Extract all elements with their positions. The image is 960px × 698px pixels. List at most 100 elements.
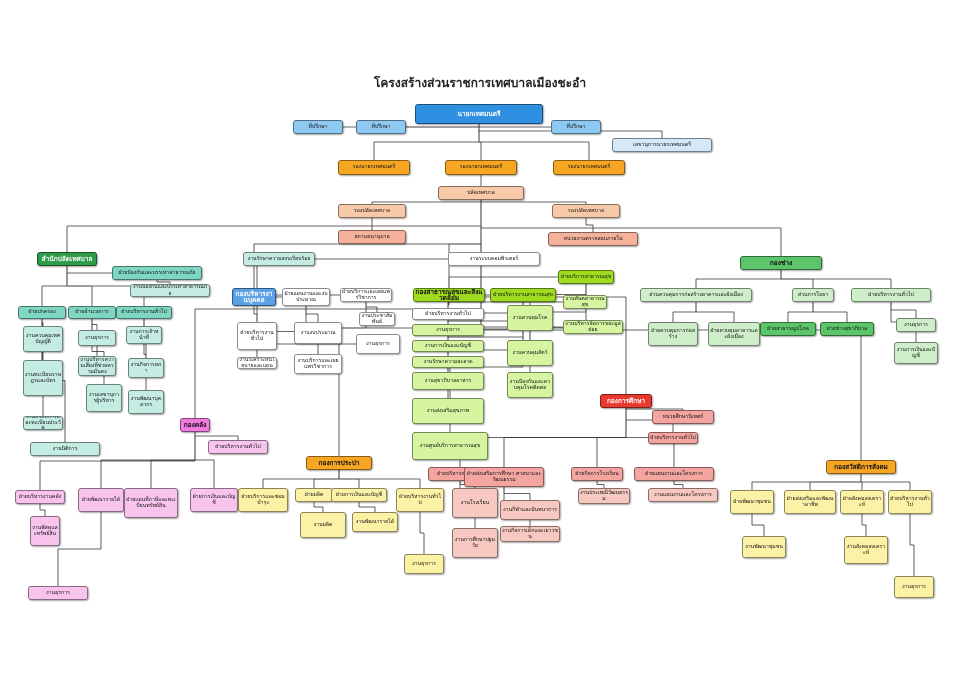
org-node: ฝ่ายบริการสาธารณสุข — [558, 270, 614, 284]
org-node: งานเลขานุการผู้บริหาร — [86, 384, 122, 412]
org-node: ฝ่ายการเงินและบัญชี — [190, 488, 238, 512]
org-node: งานธุรการ — [894, 576, 934, 598]
org-node: กองสาธารณสุขและสิ่งแวดล้อม — [413, 288, 485, 302]
org-node: ฝ่ายช่างสุขาภิบาล — [820, 322, 874, 336]
org-node: งานบริหารจัดการขยะมูลฝอย — [563, 320, 623, 334]
org-node: ส่วนควบคุมการก่อสร้างอาคารและผังเมือง — [640, 288, 752, 302]
org-node: ฝ่ายการเงินและบัญชี — [331, 488, 387, 502]
org-node: รองนายกเทศมนตรี — [553, 160, 625, 175]
org-node: กองช่าง — [740, 256, 822, 270]
org-node: งานนิติการ — [30, 442, 100, 456]
org-node: งานกิจการสภา — [128, 358, 164, 378]
org-node: กองการประปา — [306, 456, 372, 470]
org-node: งานพัฒนาชุมชน — [742, 536, 786, 558]
org-node: งานทันตสาธารณสุข — [563, 295, 607, 309]
org-node: งานแผนงานและโครงการ — [648, 488, 718, 502]
org-node: งานบริการและเผยแพร่วิชาการ — [294, 354, 342, 374]
org-node: งานศูนย์บริการสาธารณสุข — [412, 432, 488, 460]
org-node: ฝ่ายสังคมสงเคราะห์ — [840, 490, 884, 514]
org-node: งานประเพณีวัฒนธรรม — [578, 488, 630, 504]
org-node: งานประชาสัมพันธ์ — [359, 312, 395, 326]
org-node: ที่ปรึกษา — [551, 120, 601, 134]
org-node: ฝ่ายสาธารณูปโภค — [760, 322, 816, 336]
org-node: งานการเจ้าหน้าที่ — [126, 326, 162, 344]
org-node: ฝ่ายบริหารงานทั่วไป — [851, 288, 931, 302]
org-node: ฝ่ายกิจการโรงเรียน — [571, 467, 623, 481]
org-node: งานกีฬาและนันทนาการ — [500, 500, 560, 520]
org-node: ฝ่ายแผนที่ภาษีและทะเบียนทรัพย์สิน — [124, 488, 178, 518]
org-node: งานควบคุมเทศบัญญัติ — [23, 326, 63, 352]
org-node: รองปลัดเทศบาล — [552, 204, 620, 218]
org-node: งานโรงเรียน — [452, 488, 498, 518]
org-node: งานพัฒนาบุคลากร — [128, 390, 164, 414]
org-node: งานระบบคอมพิวเตอร์ — [448, 252, 540, 266]
org-node: งานการเงินและบัญชี — [894, 342, 938, 364]
org-node: ฝ่ายบริหารงานทั่วไป — [648, 432, 698, 444]
org-node: ฝ่ายพัฒนาชุมชน — [730, 490, 774, 514]
org-node: งานธุรการ — [404, 554, 444, 574]
org-node: ฝ่ายบริหารงานทั่วไป — [208, 440, 268, 454]
org-node: งานธุรการ — [78, 330, 116, 346]
org-node: ฝ่ายควบคุมการก่อสร้าง — [648, 322, 698, 346]
chart-title: โครงสร้างส่วนราชการเทศบาลเมืองชะอำ — [373, 76, 587, 90]
org-node: ฝ่ายแผนงานและงบประมาณ — [282, 288, 330, 306]
org-node: รองนายกเทศมนตรี — [338, 160, 410, 175]
org-node: ฝ่ายบริการและซ่อมบำรุง — [238, 488, 288, 512]
org-node: หน่วยงานตรวจสอบภายใน — [548, 232, 638, 246]
org-node: งานควบคุมโรค — [507, 305, 553, 331]
org-node: งานกิจการเด็กและเยาวชน — [500, 526, 560, 542]
org-node: งานรักษาความสะอาด — [412, 356, 484, 368]
org-node: งานทะเบียนราษฎรและบัตร — [23, 360, 63, 396]
org-node: งานธุรการ — [896, 318, 936, 332]
org-node: งานพัฒนารายได้ — [352, 512, 398, 532]
org-node: ฝ่ายป้องกันและบรรเทาสาธารณภัย — [112, 266, 202, 280]
org-node: ฝ่ายบริหารงานทั่วไป — [396, 488, 444, 512]
org-node: งานพัสดุและทรัพย์สิน — [30, 516, 60, 546]
org-node: กองคลัง — [180, 418, 210, 432]
org-node: รองนายกเทศมนตรี — [445, 160, 517, 175]
org-node: ฝ่ายส่งเสริมการศึกษา ศาสนาและวัฒนธรรม — [464, 467, 544, 487]
org-node: งานธุรการ — [356, 334, 400, 354]
org-node: ฝ่ายบริหารงานสาธารณสุข — [490, 288, 556, 302]
org-node: ฝ่ายบริหารงานคลัง — [15, 490, 65, 504]
org-node: ที่ปรึกษา — [356, 120, 406, 134]
org-node: งานสวัสดิการและทะเบียนประวัติ — [23, 416, 63, 430]
org-node: งานผลิต — [300, 512, 346, 538]
org-node: งานธุรการ — [412, 324, 484, 336]
org-node: ส่วนการโยธา — [792, 288, 834, 302]
org-node: งานงบประมาณ — [294, 322, 342, 344]
org-node: งานวิเคราะห์นโยบายและแผน — [237, 357, 277, 369]
org-node: กองบริหารงานบุคคล — [232, 288, 276, 306]
org-node: ฝ่ายอำนวยการ — [68, 306, 116, 319]
org-node: ฝ่ายบริการและเผยแพร่วิชาการ — [340, 288, 392, 302]
org-node: สถานธนานุบาล — [338, 230, 406, 244]
org-node: ฝ่ายบริหารงานทั่วไป — [888, 490, 932, 514]
org-node: ฝ่ายส่งเสริมและพัฒนาอาชีพ — [784, 490, 836, 514]
org-node: ฝ่ายผลิต — [295, 488, 333, 502]
org-node: ฝ่ายบริหารงานทั่วไป — [237, 322, 277, 350]
org-node: งานป้องกันและควบคุมโรคติดต่อ — [507, 372, 553, 398]
org-node: งานบริหารความเสี่ยงที่ช่วยความมั่นคง — [78, 356, 116, 376]
org-node: รองปลัดเทศบาล — [338, 204, 406, 218]
org-node: งานควบคุมสัตว์ — [507, 340, 553, 366]
org-node: หน่วยศึกษานิเทศก์ — [652, 410, 714, 424]
org-node: งานธุรการ — [28, 586, 88, 600]
org-node: งานการเงินและบัญชี — [412, 340, 484, 352]
org-node: งานรักษาความสงบเรียบร้อย — [243, 252, 315, 266]
org-node: นายกเทศมนตรี — [415, 104, 543, 124]
org-node: ฝ่ายแผนงานและโครงการ — [634, 467, 714, 481]
org-node: สำนักปลัดเทศบาล — [37, 252, 97, 266]
org-node: กองสวัสดิการสังคม — [826, 460, 896, 474]
org-node: งานป้องกันและบรรเทาสาธารณภัย — [130, 284, 210, 297]
org-node: งานการศึกษาปฐมวัย — [452, 528, 498, 558]
org-node: งานส่งเสริมสุขภาพ — [412, 398, 484, 424]
org-node: ปลัดเทศบาล — [438, 186, 524, 200]
org-node: กองการศึกษา — [600, 394, 652, 408]
org-node: เลขานุการนายกเทศมนตรี — [612, 138, 712, 152]
org-node: ฝ่ายปกครอง — [18, 306, 66, 319]
org-node: ฝ่ายพัฒนารายได้ — [78, 488, 124, 512]
org-node: งานสุขาภิบาลอาหาร — [412, 372, 484, 390]
org-node: ฝ่ายควบคุมอาคารและผังเมือง — [708, 322, 760, 346]
org-node: ฝ่ายบริหารงานทั่วไป — [116, 306, 172, 319]
